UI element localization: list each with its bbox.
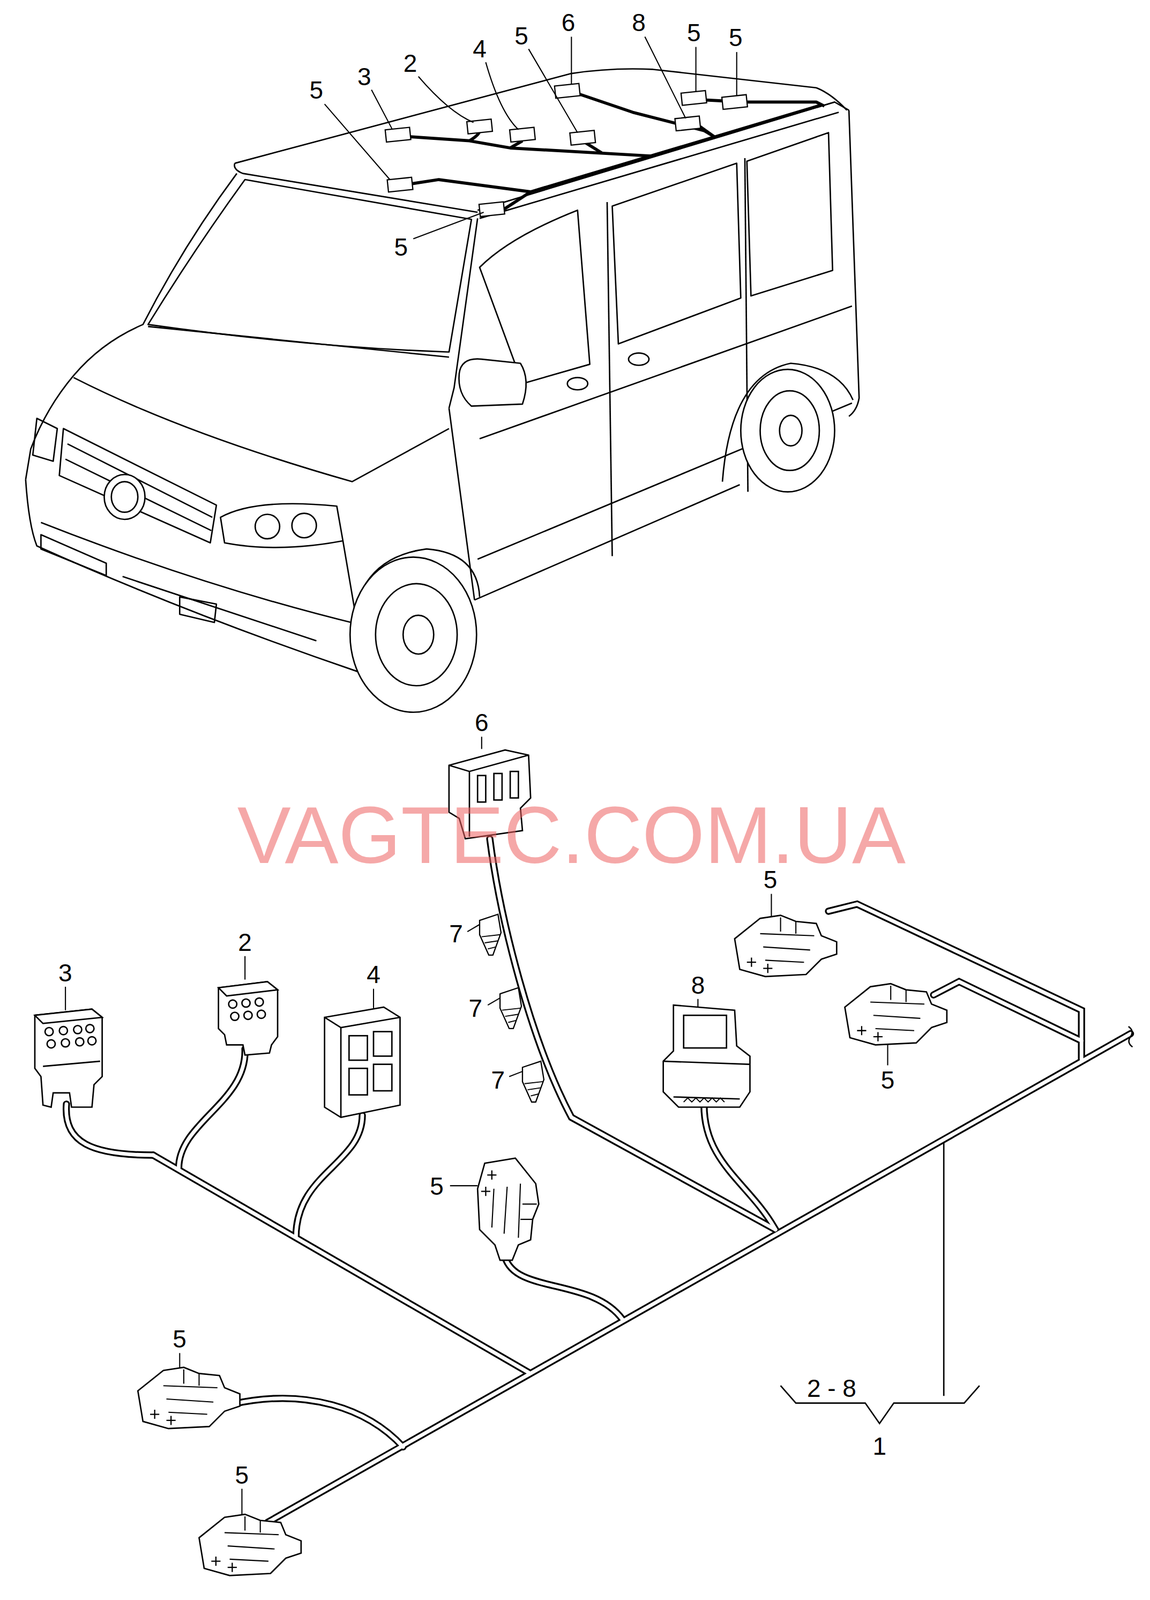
callout-number: 5 bbox=[763, 867, 778, 892]
callout-number: 5 bbox=[514, 23, 529, 49]
wiring-harness bbox=[66, 838, 1133, 1522]
callout-number: 7 bbox=[490, 1067, 505, 1093]
callout-number: 8 bbox=[631, 10, 646, 35]
callout-number: 2 bbox=[403, 50, 418, 76]
callout-number: 5 bbox=[880, 1067, 895, 1093]
van-drawing bbox=[25, 68, 860, 712]
callout-number: 5 bbox=[234, 1462, 249, 1488]
roof-components bbox=[385, 83, 748, 217]
callout-number: 6 bbox=[474, 710, 489, 735]
callout-number: 5 bbox=[728, 25, 743, 50]
callout-number: 5 bbox=[429, 1173, 444, 1199]
callout-number: 5 bbox=[309, 77, 324, 103]
callout-number: 4 bbox=[366, 961, 381, 987]
callout-number: 3 bbox=[357, 64, 372, 89]
callout-number: 5 bbox=[686, 20, 701, 46]
watermark: VAGTEC.COM.UA bbox=[237, 794, 906, 876]
callout-number: 5 bbox=[172, 1326, 187, 1351]
callout-number: 4 bbox=[472, 36, 487, 62]
callout-number: 1 bbox=[872, 1433, 887, 1459]
callout-number: 6 bbox=[561, 10, 576, 35]
callout-number: 3 bbox=[58, 960, 73, 985]
callout-number: 7 bbox=[449, 921, 464, 946]
connectors bbox=[34, 749, 947, 1575]
callout-number: 2 - 8 bbox=[807, 1375, 857, 1401]
leader-lines bbox=[65, 36, 888, 1517]
callout-number: 2 bbox=[237, 929, 252, 955]
roof-harness bbox=[410, 93, 825, 209]
callout-number: 5 bbox=[394, 234, 409, 260]
callout-number: 8 bbox=[691, 972, 706, 998]
callout-number: 7 bbox=[468, 995, 483, 1021]
